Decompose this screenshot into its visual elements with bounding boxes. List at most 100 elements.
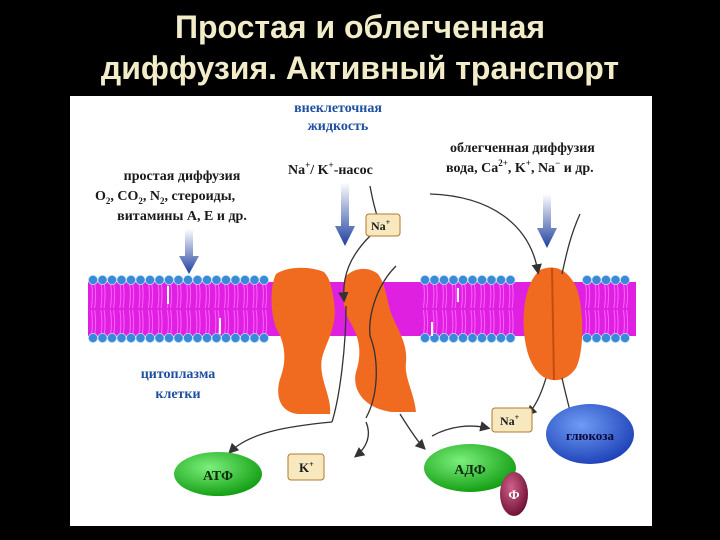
lipid-head	[467, 274, 478, 285]
lipid-head	[467, 332, 478, 343]
lipid-head	[591, 274, 602, 285]
lipid-head	[476, 332, 487, 343]
lipid-head	[495, 274, 506, 285]
lipid-head	[183, 332, 194, 343]
atp-molecule: АТФ	[174, 452, 262, 496]
lipid-head	[457, 332, 468, 343]
svg-text:K+: K+	[299, 460, 314, 475]
lipid-head	[419, 274, 430, 285]
k-ion: K+	[287, 453, 325, 481]
lipid-head	[145, 332, 156, 343]
pump-protein-right	[343, 268, 416, 412]
pump-protein-left	[271, 267, 335, 414]
lipid-head	[116, 332, 127, 343]
lipid-head	[438, 274, 449, 285]
lipid-head	[582, 332, 593, 343]
lipid-head	[438, 332, 449, 343]
lipid-head	[135, 332, 146, 343]
lipid-head	[239, 274, 250, 285]
lipid-head	[620, 332, 631, 343]
na-ion-inside: Na+	[491, 407, 533, 433]
membrane-transport-diagram: внеклеточная жидкость простая диффузия O…	[87, 101, 636, 516]
lipid-head	[620, 274, 631, 285]
glucose-molecule: глюкоза	[546, 404, 634, 464]
adp-molecule: АДФ	[424, 444, 516, 492]
simple-diffusion-arrow	[179, 229, 199, 274]
lipid-head	[448, 274, 459, 285]
lipid-head	[457, 274, 468, 285]
lipid-head	[145, 274, 156, 285]
lipid-head	[116, 274, 127, 285]
lipid-head	[173, 332, 184, 343]
label-extracellular-1: внеклеточная	[294, 101, 382, 116]
lipid-head	[126, 332, 137, 343]
label-cytoplasm-2: клетки	[155, 387, 200, 402]
lipid-head	[486, 274, 497, 285]
lipid-head	[601, 274, 612, 285]
lipid-head	[610, 332, 621, 343]
label-simple-diffusion: простая диффузия	[124, 169, 241, 184]
lipid-head	[419, 332, 430, 343]
lipid-head	[258, 274, 269, 285]
channel-pore-line	[551, 267, 555, 381]
svg-text:глюкоза: глюкоза	[566, 428, 615, 443]
label-simple-vitamins: витамины A, E и др.	[117, 209, 247, 224]
lipid-head	[192, 274, 203, 285]
lipid-head	[211, 332, 222, 343]
lipid-head	[87, 274, 98, 285]
lipid-head	[448, 332, 459, 343]
lipid-head	[192, 332, 203, 343]
svg-text:АТФ: АТФ	[203, 469, 233, 484]
lipid-head	[107, 332, 118, 343]
lipid-head	[164, 274, 175, 285]
label-facilitated-diffusion: облегченная диффузия	[450, 141, 595, 156]
lipid-head	[258, 332, 269, 343]
svg-text:АДФ: АДФ	[454, 463, 486, 478]
lipid-head	[249, 274, 260, 285]
lipid-head	[239, 332, 250, 343]
label-simple-substances: O2, CO2, N2, стероиды,	[95, 189, 235, 206]
lipid-head	[183, 274, 194, 285]
slide-title-line2: диффузия. Активный транспорт	[100, 50, 620, 86]
lipid-head	[591, 332, 602, 343]
lipid-head	[249, 332, 260, 343]
lipid-head	[97, 274, 108, 285]
lipid-head	[230, 274, 241, 285]
label-extracellular-2: жидкость	[308, 119, 369, 134]
lipid-head	[201, 274, 212, 285]
lipid-head	[610, 274, 621, 285]
lipid-head	[429, 274, 440, 285]
lipid-head	[173, 274, 184, 285]
lipid-head	[220, 332, 231, 343]
lipid-head	[87, 332, 98, 343]
lipid-head	[505, 332, 516, 343]
lipid-head	[601, 332, 612, 343]
svg-text:Ф: Ф	[508, 487, 519, 502]
lipid-head	[97, 332, 108, 343]
lipid-head	[505, 274, 516, 285]
lipid-head	[107, 274, 118, 285]
phosphate-molecule: Ф	[500, 472, 528, 516]
transport-paths	[228, 185, 581, 458]
lipid-head	[230, 332, 241, 343]
lipid-head	[154, 274, 165, 285]
lipid-head	[126, 274, 137, 285]
diagram-panel: внеклеточная жидкость простая диффузия O…	[70, 96, 652, 526]
svg-text:Na+: Na+	[500, 413, 520, 428]
lipid-head	[495, 332, 506, 343]
pump-arrow	[335, 182, 355, 246]
lipid-head	[486, 332, 497, 343]
lipid-head	[201, 332, 212, 343]
lipid-head	[154, 332, 165, 343]
lipid-head	[211, 274, 222, 285]
facilitated-arrow	[537, 194, 557, 248]
slide-title-line1: Простая и облегченная	[174, 9, 546, 45]
na-ion-outside: Na+	[365, 213, 401, 237]
lipid-head	[582, 274, 593, 285]
lipid-head	[164, 332, 175, 343]
lipid-head	[220, 274, 231, 285]
svg-text:Na+: Na+	[371, 218, 391, 233]
lipid-head	[135, 274, 146, 285]
lipid-heads-bottom	[87, 332, 631, 343]
lipid-head	[476, 274, 487, 285]
